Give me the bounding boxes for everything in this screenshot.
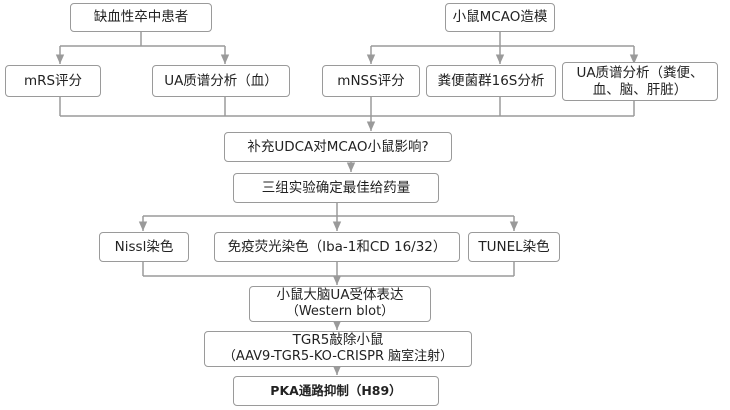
node-dose-experiment-label: 三组实验确定最佳给药量 <box>261 179 411 196</box>
node-receptor-expression: 小鼠大脑UA受体表达 （Western blot） <box>249 286 431 322</box>
node-mrs: mRS评分 <box>5 65 101 97</box>
node-nissl: Nissl染色 <box>99 232 189 262</box>
node-fecal-16s-label: 粪便菌群16S分析 <box>437 72 545 89</box>
node-mnss-label: mNSS评分 <box>337 72 405 89</box>
node-receptor-expression-label-line2: （Western blot） <box>285 304 395 320</box>
node-immunofluorescence-label: 免疫荧光染色（Iba-1和CD 16/32） <box>227 238 447 255</box>
node-mouse-model-label: 小鼠MCAO造模 <box>452 9 548 26</box>
node-ua-blood: UA质谱分析（血） <box>152 65 290 97</box>
node-mouse-model: 小鼠MCAO造模 <box>445 3 555 32</box>
node-patients: 缺血性卒中患者 <box>70 3 212 32</box>
node-ua-multi: UA质谱分析（粪便、 血、脑、肝脏） <box>562 62 718 101</box>
node-pka-inhibition: PKA通路抑制（H89） <box>233 376 439 406</box>
node-udca-question: 补充UDCA对MCAO小鼠影响? <box>224 132 452 162</box>
node-nissl-label: Nissl染色 <box>114 238 174 255</box>
node-tgr5-knockout-label-line1: TGR5敲除小鼠 <box>292 332 384 349</box>
node-pka-inhibition-label: PKA通路抑制（H89） <box>270 383 402 399</box>
node-dose-experiment: 三组实验确定最佳给药量 <box>233 173 439 203</box>
node-tunel-label: TUNEL染色 <box>478 238 550 255</box>
node-immunofluorescence: 免疫荧光染色（Iba-1和CD 16/32） <box>214 232 460 262</box>
node-tgr5-knockout-label-line2: （AAV9-TGR5-KO-CRISPR 脑室注射） <box>222 349 454 365</box>
node-fecal-16s: 粪便菌群16S分析 <box>426 65 556 97</box>
node-receptor-expression-label-line1: 小鼠大脑UA受体表达 <box>276 287 404 304</box>
node-udca-question-label: 补充UDCA对MCAO小鼠影响? <box>247 138 429 155</box>
node-tgr5-knockout: TGR5敲除小鼠 （AAV9-TGR5-KO-CRISPR 脑室注射） <box>204 331 472 367</box>
node-mnss: mNSS评分 <box>322 65 420 97</box>
node-ua-blood-label: UA质谱分析（血） <box>164 72 278 89</box>
node-mrs-label: mRS评分 <box>23 72 83 89</box>
node-ua-multi-label-line1: UA质谱分析（粪便、 <box>576 64 704 81</box>
node-patients-label: 缺血性卒中患者 <box>93 9 189 26</box>
node-ua-multi-label-line2: 血、脑、肝脏） <box>592 81 688 98</box>
node-tunel: TUNEL染色 <box>468 232 560 262</box>
